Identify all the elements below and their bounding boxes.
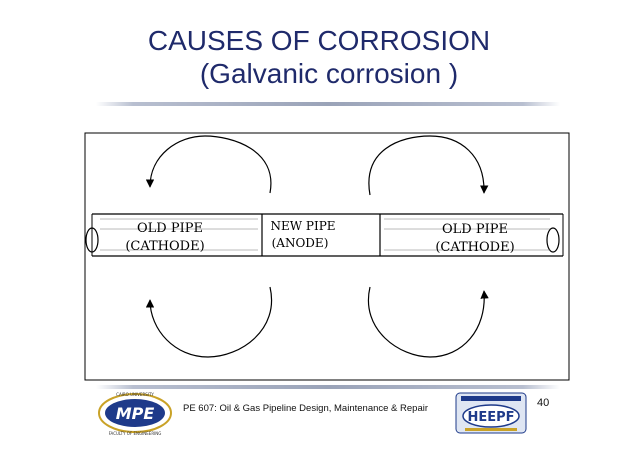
middle-pipe-label-2: (ANODE) [272, 236, 329, 250]
svg-text:FACULTY OF ENGINEERING: FACULTY OF ENGINEERING [109, 431, 162, 436]
right-pipe-label-2: (CATHODE) [435, 240, 514, 255]
right-pipe-end [546, 227, 560, 253]
diagram-frame [84, 132, 570, 381]
footer-divider [96, 385, 560, 389]
title-divider [96, 102, 560, 106]
heepf-logo-text: HEEPF [467, 410, 514, 425]
heepf-logo-icon: HEEPF [455, 392, 527, 434]
middle-pipe-label-1: NEW PIPE [270, 219, 335, 233]
course-footer-text: PE 607: Oil & Gas Pipeline Design, Maint… [183, 403, 429, 414]
pipe-band [85, 213, 564, 257]
mpe-logo-text: MPE [116, 404, 155, 423]
lower-right-current-arrow [367, 286, 489, 358]
page-number: 40 [537, 397, 550, 409]
slide-title: CAUSES OF CORROSION [147, 25, 491, 56]
left-pipe-label-2: (CATHODE) [125, 239, 204, 254]
slide-subtitle: (Galvanic corrosion ) [199, 58, 459, 89]
left-pipe-label-1: OLD PIPE [137, 221, 203, 236]
right-pipe-label-1: OLD PIPE [442, 222, 508, 237]
mpe-university-logo-icon: MPE CAIRO UNIVERSITY FACULTY OF ENGINEER… [98, 392, 172, 436]
svg-text:CAIRO UNIVERSITY: CAIRO UNIVERSITY [116, 392, 154, 397]
lower-left-current-arrow [145, 286, 273, 358]
upper-left-current-arrow [145, 135, 272, 194]
upper-right-current-arrow [368, 135, 489, 196]
